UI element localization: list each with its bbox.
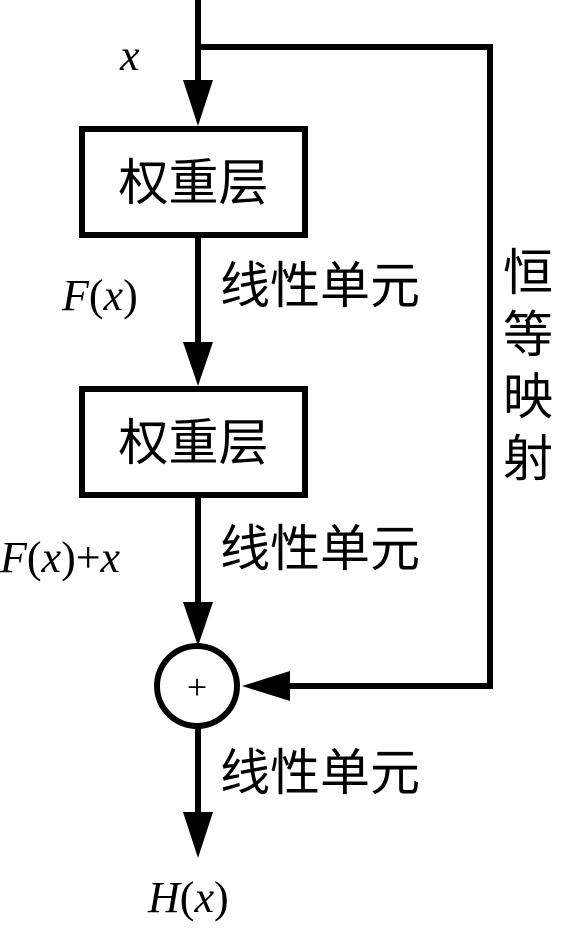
- shortcut-path: [198, 44, 493, 689]
- weight-layer-box-1: [79, 126, 308, 238]
- weight-layer-box-2: [79, 386, 308, 498]
- input-arrowhead: [183, 80, 213, 126]
- shortcut-char-2: 等: [503, 306, 553, 364]
- weight-layer-label-2: 权重层: [119, 414, 269, 472]
- relu-label-3: 线性单元: [220, 744, 420, 802]
- shortcut-char-1: 恒: [503, 244, 553, 302]
- output-arrowhead: [183, 812, 213, 858]
- shortcut-char-3: 映: [503, 368, 553, 426]
- weight-layer-label-1: 权重层: [119, 154, 269, 212]
- intermediate-label-2: F(x)+x: [0, 533, 121, 582]
- sum-symbol: +: [187, 667, 207, 707]
- relu-label-1: 线性单元: [220, 257, 420, 315]
- intermediate-label-1: F(x): [61, 271, 138, 320]
- relu-label-2: 线性单元: [220, 520, 420, 578]
- lower-arrowhead: [183, 602, 213, 646]
- shortcut-arrowhead: [242, 671, 290, 701]
- shortcut-char-4: 射: [503, 430, 553, 488]
- middle-arrowhead: [183, 342, 213, 386]
- output-label: H(x): [147, 873, 229, 922]
- input-label: x: [119, 31, 140, 80]
